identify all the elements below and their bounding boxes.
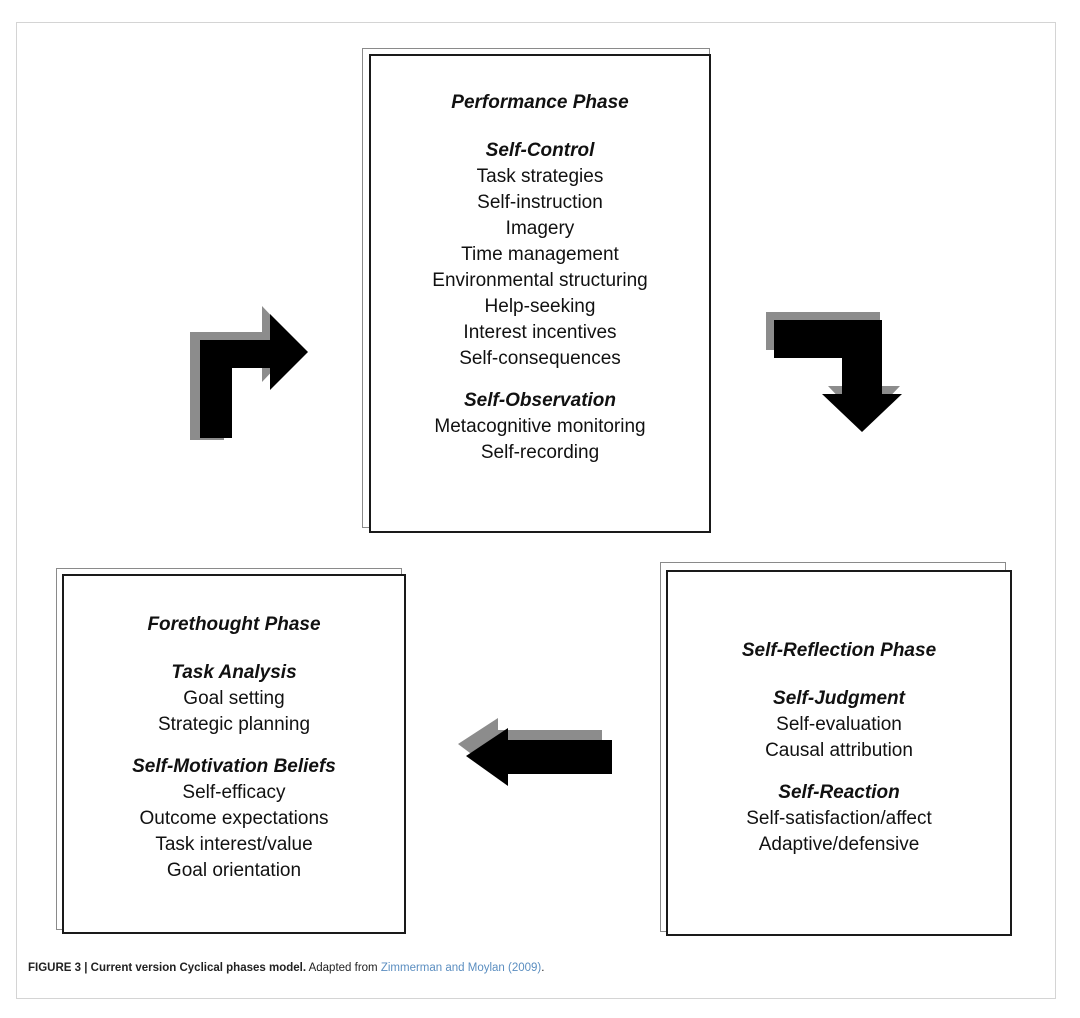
section-title: Self-Observation — [463, 390, 617, 411]
section-title: Self-Reaction — [778, 782, 900, 803]
arrow-main — [200, 314, 308, 438]
section-title: Self-Motivation Beliefs — [132, 756, 336, 777]
section-title: Self-Judgment — [773, 688, 905, 709]
section-item: Goal orientation — [166, 860, 302, 881]
section-item: Outcome expectations — [139, 808, 329, 829]
forethought-phase-panel: Forethought Phase Task Analysis Goal set… — [62, 574, 406, 934]
section-item: Time management — [461, 244, 619, 265]
forethought-phase-title: Forethought Phase — [147, 614, 321, 635]
performance-phase-panel: Performance Phase Self-Control Task stra… — [369, 54, 711, 533]
reflection-section-0: Self-Judgment Self-evaluation Causal att… — [668, 686, 1010, 764]
section-item: Self-satisfaction/affect — [746, 808, 932, 829]
figure-frame — [16, 22, 1056, 999]
caption-end: . — [541, 962, 545, 974]
section-item: Imagery — [505, 218, 575, 239]
section-item: Self-efficacy — [182, 782, 286, 803]
section-item: Strategic planning — [157, 714, 311, 735]
arrow-performance-to-reflection-icon — [766, 312, 902, 432]
reflection-phase-title: Self-Reflection Phase — [741, 640, 937, 661]
performance-phase-title: Performance Phase — [451, 92, 629, 113]
arrow-main — [466, 728, 612, 786]
performance-section-0: Self-Control Task strategies Self-instru… — [371, 138, 709, 372]
figure-caption: FIGURE 3 | Current version Cyclical phas… — [28, 962, 544, 974]
caption-text: Adapted from — [306, 962, 381, 974]
section-item: Adaptive/defensive — [758, 834, 920, 855]
section-title: Task Analysis — [171, 662, 297, 683]
section-item: Metacognitive monitoring — [434, 416, 646, 437]
caption-citation-link[interactable]: Zimmerman and Moylan (2009) — [380, 962, 542, 974]
reflection-section-1: Self-Reaction Self-satisfaction/affect A… — [668, 780, 1010, 858]
arrow-main — [774, 320, 902, 432]
section-item: Goal setting — [183, 688, 285, 709]
section-item: Self-recording — [480, 442, 600, 463]
section-item: Help-seeking — [484, 296, 596, 317]
section-item: Causal attribution — [765, 740, 913, 761]
forethought-section-1: Self-Motivation Beliefs Self-efficacy Ou… — [64, 754, 404, 884]
section-item: Self-instruction — [477, 192, 603, 213]
arrow-forethought-to-performance-icon — [190, 306, 308, 440]
section-item: Task strategies — [476, 166, 604, 187]
section-title: Self-Control — [485, 140, 595, 161]
reflection-phase-panel: Self-Reflection Phase Self-Judgment Self… — [666, 570, 1012, 936]
section-item: Interest incentives — [463, 322, 617, 343]
section-item: Environmental structuring — [432, 270, 648, 291]
section-item: Self-consequences — [459, 348, 621, 369]
forethought-section-0: Task Analysis Goal setting Strategic pla… — [64, 660, 404, 738]
performance-section-1: Self-Observation Metacognitive monitorin… — [371, 388, 709, 466]
arrow-reflection-to-forethought-icon — [458, 718, 612, 786]
caption-label: FIGURE 3 | Current version Cyclical phas… — [28, 962, 307, 974]
section-item: Self-evaluation — [776, 714, 902, 735]
section-item: Task interest/value — [155, 834, 313, 855]
